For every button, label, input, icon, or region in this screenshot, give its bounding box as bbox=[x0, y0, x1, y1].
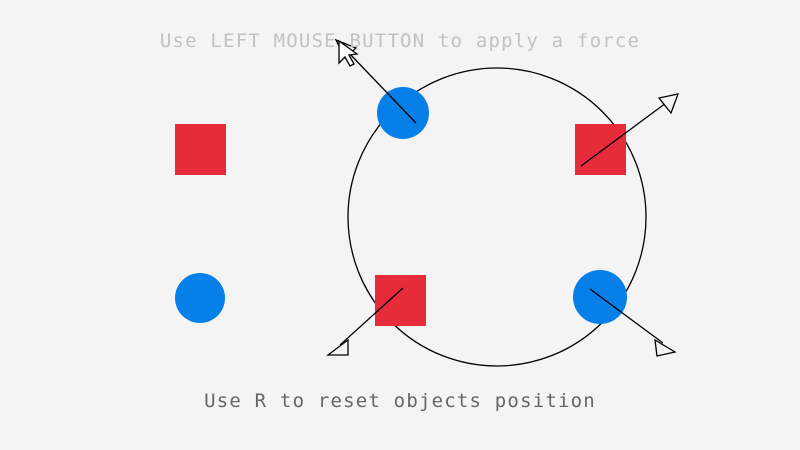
mouse-pointer-icon bbox=[338, 39, 359, 67]
blue-circle-top[interactable] bbox=[377, 87, 429, 139]
blue-circle-left[interactable] bbox=[175, 273, 225, 323]
hint-reset-objects: Use R to reset objects position bbox=[204, 390, 596, 412]
red-square-top-right[interactable] bbox=[575, 124, 626, 175]
red-square-left[interactable] bbox=[175, 124, 226, 175]
force-arrow-blue-circle-bottom-right bbox=[589, 288, 677, 357]
force-arrow-red-square-bottom bbox=[326, 287, 404, 356]
red-square-bottom[interactable] bbox=[375, 275, 426, 326]
orbit-circle bbox=[347, 67, 647, 367]
force-arrow-red-square-top-right bbox=[580, 93, 680, 167]
hint-apply-force: Use LEFT MOUSE BUTTON to apply a force bbox=[159, 30, 641, 52]
